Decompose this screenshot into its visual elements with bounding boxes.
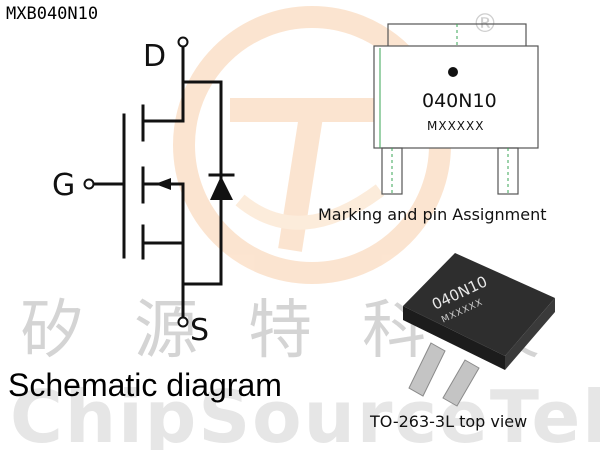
marking-caption: Marking and pin Assignment [318,205,547,224]
package-lead-right [442,359,480,407]
watermark-english: ChipSourceTek [10,375,600,450]
pin-label-gate: G [52,168,75,203]
package-body-side [403,306,505,370]
drain-terminal [177,36,189,48]
pin-label-source: S [190,313,209,348]
package-body-outline [373,45,539,149]
package-body-top [403,253,555,356]
package-3d-view: 040N10 MXXXXX [403,253,555,407]
source-terminal [177,316,189,328]
body-arrow-icon [155,178,171,190]
schematic-caption: Schematic diagram [8,367,282,403]
mosfet-schematic: D G S [52,36,235,348]
body-diode-icon [210,176,233,200]
diode-branch-wire [181,80,223,286]
part-number-title: MXB040N10 [6,4,99,24]
body-wire [141,182,185,245]
package-caption: TO-263-3L top view [370,412,528,431]
marking-lot: MXXXXX [427,119,484,133]
package-body-end [505,298,555,370]
marking-drawing: 040N10 MXXXXX [373,23,539,195]
marking-code: 040N10 [422,90,497,112]
package-lead-left [408,342,446,397]
drain-wire [141,41,185,123]
pin-label-drain: D [143,39,166,74]
pin1-dot [448,67,458,77]
gate-terminal [83,178,95,190]
